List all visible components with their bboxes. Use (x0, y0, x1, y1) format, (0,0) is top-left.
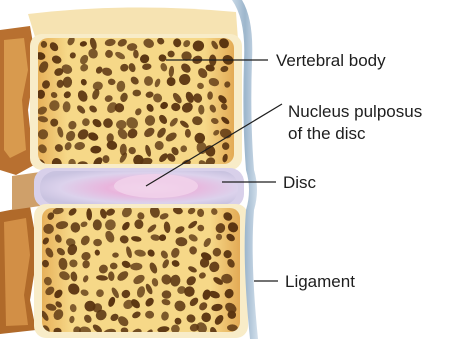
lower-vertebral-body (34, 204, 248, 339)
ligament-label: Ligament (285, 272, 355, 291)
vertebral-body-label: Vertebral body (276, 51, 386, 70)
upper-vertebral-body (28, 7, 242, 170)
nucleus-pulposus (114, 174, 198, 198)
nucleus-label-line2: of the disc (288, 124, 366, 143)
disc-label: Disc (283, 173, 317, 192)
bone-pore (133, 90, 142, 97)
nucleus-label-line1: Nucleus pulposus (288, 102, 422, 121)
intervertebral-disc (34, 168, 244, 208)
